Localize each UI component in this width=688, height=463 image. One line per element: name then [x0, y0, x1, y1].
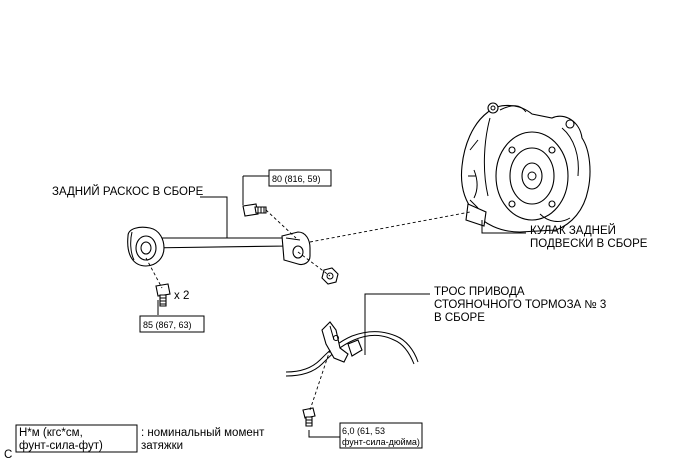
legend-box-line1: Н*м (кгс*см, — [19, 427, 83, 439]
cable-bracket-bolt — [302, 407, 316, 427]
leader-lines — [157, 175, 526, 438]
cable-label-line1: ТРОС ПРИВОДА — [434, 286, 525, 298]
cable-label-line2: СТОЯНОЧНОГО ТОРМОЗА № 3 — [434, 299, 606, 311]
legend-desc-line2: затяжки — [141, 440, 183, 452]
assembly-dashed-lines — [145, 209, 471, 411]
cable-label-line3: В СБОРЕ — [434, 312, 485, 324]
legend-desc-line1: : номинальный момент — [141, 427, 265, 439]
parking-brake-cable — [285, 321, 419, 377]
knuckle-label-line1: КУЛАК ЗАДНЕЙ — [530, 224, 616, 237]
rear-knuckle-assembly — [460, 102, 591, 233]
torque-value-upper: 80 (816, 59) — [272, 174, 321, 184]
torque-value-lower: 85 (867, 63) — [143, 320, 192, 330]
torque-box-upper: 80 (816, 59) — [268, 169, 332, 187]
strut-lower-bolt — [155, 283, 171, 307]
bolt-quantity-label: x 2 — [174, 290, 189, 302]
knuckle-label-line2: ПОДВЕСКИ В СБОРЕ — [530, 238, 648, 250]
legend: Н*м (кгс*см, фунт-сила-фут) : номинальны… — [15, 424, 265, 453]
strut-upper-bolt — [242, 203, 267, 217]
corner-mark: C — [4, 449, 12, 461]
torque-value-cable-line1: 6,0 (61, 53 — [342, 426, 385, 436]
torque-box-lower: 85 (867, 63) — [139, 315, 205, 333]
rear-strut-assembly — [127, 226, 311, 267]
rear-strut-label: ЗАДНИЙ РАСКОС В СБОРЕ — [52, 185, 204, 198]
legend-box-line2: фунт-сила-фут) — [19, 440, 103, 452]
torque-box-cable: 6,0 (61, 53 фунт-сила-дюйма) — [339, 422, 423, 449]
torque-value-cable-line2: фунт-сила-дюйма) — [342, 437, 420, 447]
